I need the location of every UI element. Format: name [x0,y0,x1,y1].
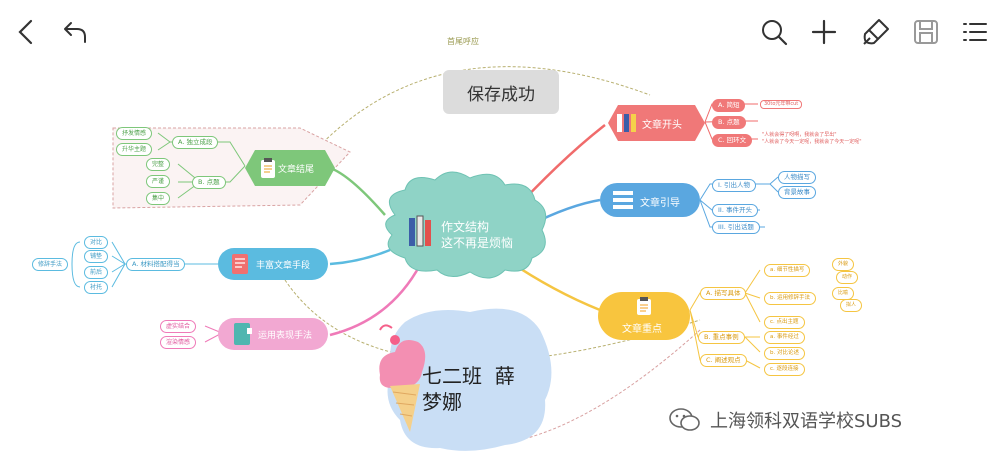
focus-tiny-1[interactable]: 外貌 [832,258,855,271]
author-line2: 梦娜 [422,390,462,414]
express-sub-2[interactable]: 渲染情感 [160,336,197,349]
lead-sub-2[interactable]: 背景故事 [778,186,816,199]
ending-sub-2[interactable]: 升华主题 [116,143,153,156]
focus-sub-5[interactable]: b. 对比论述 [764,347,805,360]
save-button[interactable] [910,16,942,48]
means-title: 丰富文章手段 [256,261,311,271]
clipboard-icon [261,158,275,178]
focus-sub-3[interactable]: c. 点出主题 [764,316,805,329]
express-node[interactable]: 运用表现手法 [218,318,328,350]
ending-item-b[interactable]: B. 点题 [192,176,226,189]
means-node[interactable]: 丰富文章手段 [218,248,328,280]
focus-tiny-2[interactable]: 动作 [836,271,859,284]
focus-sub-1[interactable]: a. 细节性描写 [764,264,811,277]
search-icon [762,20,788,46]
lead-item-1[interactable]: I. 引出人物 [712,179,757,192]
opening-note-c1: "人就会得了呀啊，我就会了早出" [762,132,837,138]
ending-sub-1[interactable]: 抒发情感 [116,127,153,140]
ending-item-a[interactable]: A. 独立成段 [172,136,219,149]
means-outer[interactable]: 修辞手法 [32,258,69,271]
document-icon [613,191,633,209]
save-success-toast: 保存成功 [443,70,559,114]
center-title-line1: 作文结构 [441,220,490,234]
focus-sub-6[interactable]: c. 逐段连接 [764,363,805,376]
add-button[interactable] [808,16,840,48]
undo-button[interactable] [58,16,90,48]
means-sub-4[interactable]: 衬托 [84,281,109,294]
focus-node[interactable]: 文章重点 [598,292,690,340]
focus-tiny-4[interactable]: 拟人 [840,299,863,312]
opening-note-c2: "人就会了今天一定呢，我就会了今天一定呢" [762,139,862,145]
express-sub-1[interactable]: 虚实结合 [160,320,197,333]
ice-cream-illustration [379,339,426,388]
opening-note-a: 30to元年带cut [760,100,803,109]
back-button[interactable] [10,16,42,48]
ending-sub-5[interactable]: 集中 [146,192,171,205]
center-title-line2: 这不再是烦恼 [441,236,514,250]
opening-item-b[interactable]: B. 点题 [712,116,746,129]
means-sub-1[interactable]: 对比 [84,236,109,249]
means-sub-2[interactable]: 铺垫 [84,250,109,263]
wechat-icon [669,408,700,431]
watermark-text: 上海领科双语学校SUBS [710,411,903,432]
books-icon [409,215,431,247]
book-icon [234,323,252,345]
express-title: 运用表现手法 [258,331,313,341]
focus-item-b[interactable]: B. 重点事例 [698,331,745,344]
books-icon [617,114,636,132]
save-icon [914,20,938,44]
lead-item-2[interactable]: II. 事件开头 [712,204,758,217]
menu-icon [963,23,987,41]
plus-icon [811,19,837,45]
brush-icon [863,19,889,45]
lead-item-3[interactable]: III. 引出话题 [712,221,760,234]
focus-title: 文章重点 [622,324,662,335]
lead-sub-1[interactable]: 人物描写 [778,171,816,184]
menu-button[interactable] [958,16,990,48]
style-button[interactable] [860,16,892,48]
lead-title: 文章引导 [640,198,680,209]
arc-label: 首尾呼应 [447,37,479,46]
clipboard-icon [637,297,651,315]
ending-node[interactable]: 文章结尾 [250,150,330,186]
focus-sub-4[interactable]: a. 事件经过 [764,331,805,344]
ending-sub-3[interactable]: 完整 [146,158,171,171]
means-item-a[interactable]: A. 材料搭配得当 [126,258,186,271]
focus-sub-2[interactable]: b. 运用修辞手法 [764,292,816,305]
back-arrow-icon [18,19,33,45]
opening-item-a[interactable]: A. 简短 [712,99,746,112]
ending-sub-4[interactable]: 严谨 [146,175,171,188]
watermark: 上海领科双语学校SUBS [668,406,902,434]
lead-node[interactable]: 文章引导 [600,183,700,217]
center-node[interactable]: 作文结构 这不再是烦恼 [405,200,535,260]
undo-icon [64,22,86,43]
focus-item-c[interactable]: C. 阐述观点 [700,354,747,367]
author-line1: 七二班 薛 [422,364,515,388]
search-button[interactable] [758,16,790,48]
focus-item-a[interactable]: A. 描写具体 [700,287,747,300]
opening-item-c[interactable]: C. 回环文 [712,134,753,147]
notebook-icon [232,254,248,274]
opening-node[interactable]: 文章开头 [612,106,702,140]
opening-title: 文章开头 [642,120,682,131]
ending-title: 文章结尾 [278,165,315,175]
means-sub-3[interactable]: 前后 [84,266,109,279]
